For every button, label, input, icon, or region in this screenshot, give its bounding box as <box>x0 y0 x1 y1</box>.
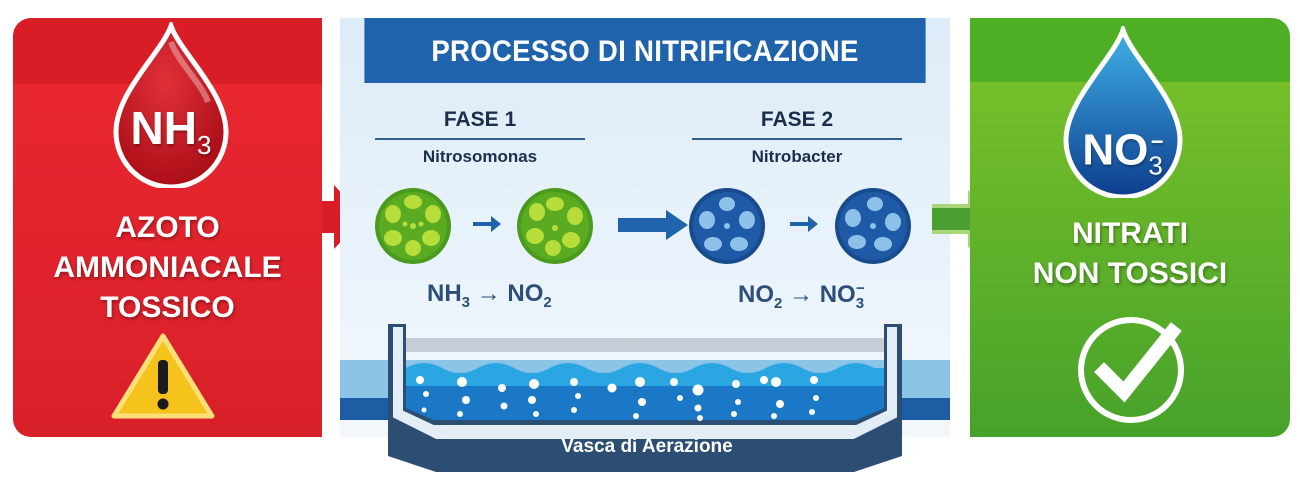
phase-1-reaction: NH3 → NO2 <box>427 280 552 311</box>
toxic-ammonia-panel: NH3 AZOTO AMMONIACALE TOSSICO <box>13 18 322 437</box>
reaction-2-reactant: NO <box>738 281 774 308</box>
phase-transition-arrow-icon <box>618 210 688 245</box>
nitrobacter-cell-icon <box>687 186 767 271</box>
toxic-label: AZOTO AMMONIACALE TOSSICO <box>13 208 322 328</box>
non-toxic-label-line-2: NON TOSSICI <box>1032 257 1228 290</box>
ammonia-symbol: NH <box>130 102 197 154</box>
process-title: PROCESSO DI NITRIFICAZIONE <box>364 18 926 83</box>
aeration-tank-illustration <box>384 320 906 477</box>
reaction-2-product-charge: − <box>856 280 865 297</box>
nitrosomonas-cell-icon <box>373 186 453 271</box>
reaction-1-product: NO <box>507 280 544 307</box>
tank-label: Vasca di Aerazione <box>561 436 733 457</box>
reaction-1-reactant-sub: 3 <box>461 293 471 311</box>
reaction-1-product-sub: 2 <box>543 293 552 311</box>
phase-2: FASE 2 Nitrobacter <box>692 106 902 168</box>
phase-2-reaction: NO2 → NO3− <box>738 280 865 312</box>
reaction-2-product: NO <box>819 281 856 308</box>
warning-icon <box>108 330 218 427</box>
toxic-label-line-1: AZOTO <box>115 211 220 244</box>
blue-drop-icon <box>1060 26 1186 198</box>
nitrate-charge: − <box>1150 129 1164 154</box>
reaction-2-reactant-sub: 2 <box>774 294 783 312</box>
reaction-1-reactant: NH <box>427 280 462 307</box>
reaction-2-product-sub: 3 <box>855 294 865 312</box>
non-toxic-label: NITRATI NON TOSSICI <box>970 214 1290 294</box>
ammonia-subscript: 3 <box>196 130 212 161</box>
phase-2-divider <box>692 138 902 140</box>
checkmark-circle-icon <box>1074 308 1192 431</box>
phase-2-title: FASE 2 <box>760 108 834 131</box>
nitrate-symbol: NO <box>1082 125 1149 175</box>
phase-2-organism: Nitrobacter <box>751 147 843 166</box>
toxic-label-line-2: AMMONIACALE <box>53 251 282 284</box>
phase-1-title: FASE 1 <box>443 108 517 131</box>
small-arrow-icon-2 <box>790 216 818 237</box>
nitrification-process-panel: PROCESSO DI NITRIFICAZIONE FASE 1 Nitros… <box>340 18 950 472</box>
toxic-label-line-3: TOSSICO <box>100 291 235 324</box>
ammonia-formula: NH3 <box>110 100 232 173</box>
nitrobacter-cell-icon-2 <box>833 186 913 271</box>
nitrate-subscript: 3 <box>1148 150 1163 181</box>
red-drop-icon <box>110 22 232 188</box>
phase-1-divider <box>375 138 585 140</box>
phase-1: FASE 1 Nitrosomonas <box>375 106 585 168</box>
non-toxic-nitrates-panel: NO3− NITRATI NON TOSSICI <box>970 18 1290 437</box>
small-arrow-icon <box>473 216 501 237</box>
non-toxic-label-line-1: NITRATI <box>1071 217 1189 250</box>
phase-1-organism: Nitrosomonas <box>422 147 538 166</box>
nitrate-formula: NO3− <box>1060 114 1186 193</box>
nitrosomonas-cell-icon-2 <box>515 186 595 271</box>
